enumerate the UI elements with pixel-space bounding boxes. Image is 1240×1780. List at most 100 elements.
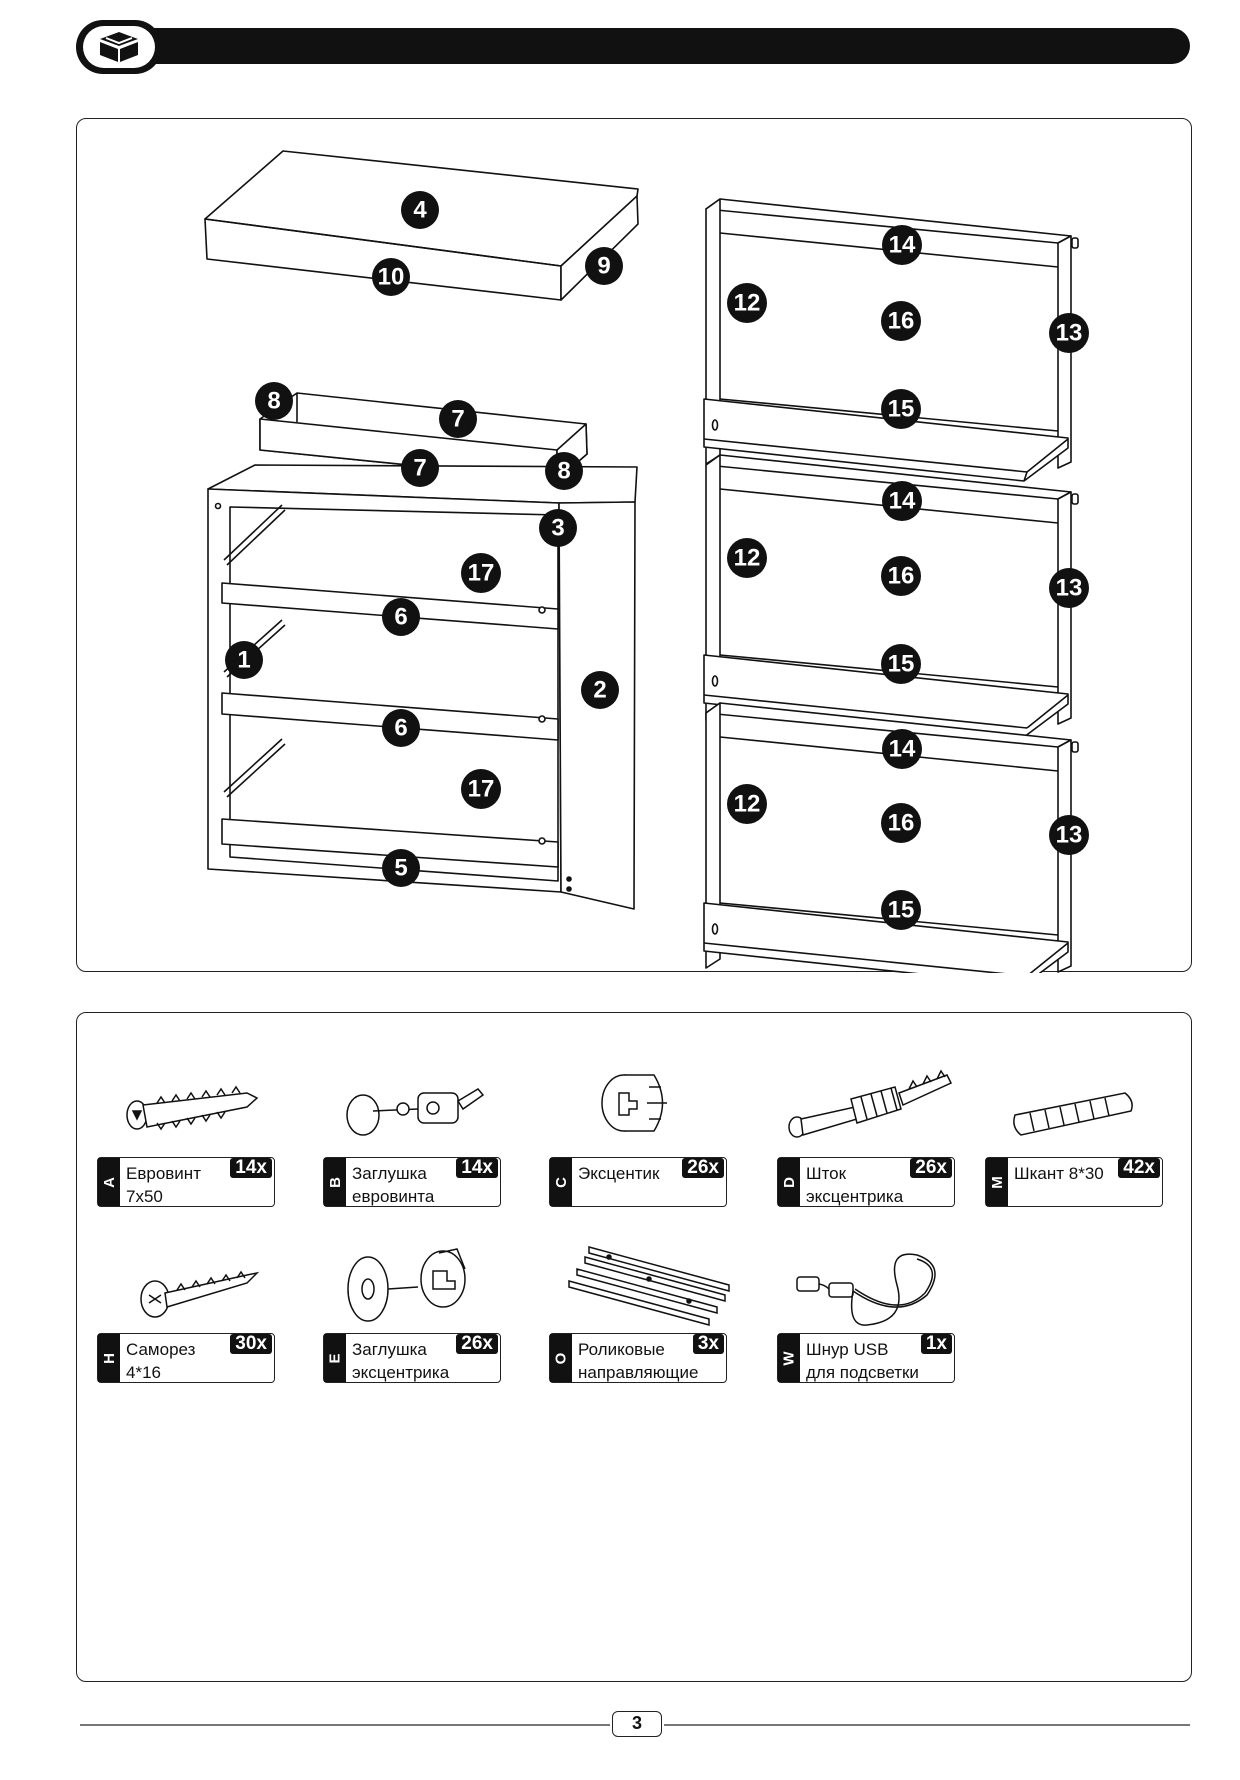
svg-text:8: 8 <box>557 458 570 485</box>
svg-text:15: 15 <box>888 651 915 678</box>
hardware-letter-badge: A <box>98 1158 120 1206</box>
part-7-label: 7 <box>439 400 477 438</box>
hardware-name: Шнур USB для подсветки <box>806 1340 919 1382</box>
svg-text:15: 15 <box>888 897 915 924</box>
cam-bolt-icon <box>788 1069 953 1138</box>
euro-screw-icon <box>126 1085 259 1131</box>
part-5-label: 5 <box>382 849 420 887</box>
header-badge <box>76 20 162 74</box>
svg-text:10: 10 <box>378 264 405 291</box>
part-6-label: 6 <box>382 598 420 636</box>
page-number: 3 <box>612 1711 662 1737</box>
hardware-item-c: C Эксцентик 26x <box>549 1053 749 1207</box>
svg-text:14: 14 <box>889 736 916 763</box>
furniture-diagram: 4 10 9 8 7 7 8 3 17 6 1 2 6 17 5 14 12 1… <box>204 150 1089 973</box>
part-1-label: 1 <box>225 641 263 679</box>
header-bar <box>100 28 1190 64</box>
hardware-quantity: 42x <box>1118 1158 1160 1178</box>
hardware-name: Эксцентик <box>578 1164 660 1183</box>
svg-text:14: 14 <box>889 488 916 515</box>
part-13-label: 13 <box>1049 568 1089 608</box>
hardware-quantity: 1x <box>920 1334 952 1354</box>
hardware-item-w: W Шнур USB для подсветки 1x <box>777 1235 977 1383</box>
part-15-label: 15 <box>881 389 921 429</box>
hardware-item-d: D Шток эксцентрика 26x <box>777 1053 977 1207</box>
hardware-item-o: O Роликовые направляющие 3x <box>549 1235 749 1383</box>
hardware-letter-badge: W <box>778 1334 800 1382</box>
svg-text:9: 9 <box>597 253 610 280</box>
hardware-name: Роликовые направляющие <box>578 1340 699 1382</box>
hardware-item-e: E Заглушка эксцентрика 26x <box>323 1235 523 1383</box>
hardware-name: Заглушка эксцентрика <box>352 1340 450 1382</box>
part-12-label: 12 <box>727 538 767 578</box>
hardware-name: Евровинт 7x50 <box>126 1164 201 1206</box>
hardware-name: Шкант 8*30 <box>1014 1164 1104 1183</box>
hardware-item-b: B Заглушка евровинта 14x <box>323 1053 523 1207</box>
part-8-label: 8 <box>255 382 293 420</box>
hardware-panel: A Евровинт 7x50 14x B Заглушка евровинта… <box>76 1012 1192 1682</box>
footer-rule-right <box>664 1724 1190 1726</box>
part-17-label: 17 <box>461 769 501 809</box>
part-3-label: 3 <box>539 509 577 547</box>
hardware-quantity: 3x <box>692 1334 724 1354</box>
hardware-quantity: 14x <box>456 1158 498 1178</box>
hardware-label: D Шток эксцентрика 26x <box>777 1157 955 1207</box>
svg-text:17: 17 <box>468 560 495 587</box>
footer-rule-left <box>80 1724 610 1726</box>
svg-text:3: 3 <box>551 515 564 542</box>
svg-text:5: 5 <box>394 855 407 882</box>
hardware-item-m: M Шкант 8*30 42x <box>985 1053 1185 1207</box>
svg-text:12: 12 <box>734 791 761 818</box>
hardware-letter-badge: B <box>324 1158 346 1206</box>
hardware-label: C Эксцентик 26x <box>549 1157 727 1207</box>
parts-diagram-panel: 4 10 9 8 7 7 8 3 17 6 1 2 6 17 5 14 12 1… <box>76 118 1192 973</box>
part-12-label: 12 <box>727 283 767 323</box>
part-14-label: 14 <box>882 225 922 265</box>
hardware-quantity: 26x <box>682 1158 724 1178</box>
svg-text:7: 7 <box>451 406 464 433</box>
part-6-label: 6 <box>382 709 420 747</box>
hardware-letter-badge: H <box>98 1334 120 1382</box>
hardware-quantity: 14x <box>230 1158 272 1178</box>
usb-cable-icon <box>796 1253 936 1326</box>
part-7-label: 7 <box>401 449 439 487</box>
svg-text:12: 12 <box>734 290 761 317</box>
part-12-label: 12 <box>727 784 767 824</box>
svg-text:15: 15 <box>888 396 915 423</box>
hardware-name: Саморез 4*16 <box>126 1340 196 1382</box>
hardware-letter-badge: O <box>550 1334 572 1382</box>
part-16-label: 16 <box>881 301 921 341</box>
wood-screw-icon <box>140 1270 260 1318</box>
part-15-label: 15 <box>881 644 921 684</box>
svg-text:6: 6 <box>394 715 407 742</box>
hardware-item-h: H Саморез 4*16 30x <box>97 1235 297 1383</box>
hardware-item-a: A Евровинт 7x50 14x <box>97 1053 297 1207</box>
hardware-label: M Шкант 8*30 42x <box>985 1157 1163 1207</box>
hardware-label: B Заглушка евровинта 14x <box>323 1157 501 1207</box>
hardware-label: H Саморез 4*16 30x <box>97 1333 275 1383</box>
part-16-label: 16 <box>881 556 921 596</box>
svg-text:13: 13 <box>1056 822 1083 849</box>
part-14-label: 14 <box>882 729 922 769</box>
svg-text:13: 13 <box>1056 575 1083 602</box>
svg-text:7: 7 <box>413 455 426 482</box>
hardware-label: O Роликовые направляющие 3x <box>549 1333 727 1383</box>
svg-text:1: 1 <box>237 647 250 674</box>
part-16-label: 16 <box>881 803 921 843</box>
hardware-name: Шток эксцентрика <box>806 1164 904 1206</box>
part-15-label: 15 <box>881 890 921 930</box>
hardware-letter-badge: M <box>986 1158 1008 1206</box>
svg-text:8: 8 <box>267 388 280 415</box>
hardware-letter-badge: D <box>778 1158 800 1206</box>
hardware-quantity: 30x <box>230 1334 272 1354</box>
svg-text:17: 17 <box>468 776 495 803</box>
box-icon <box>83 26 155 68</box>
svg-text:16: 16 <box>888 308 915 335</box>
part-13-label: 13 <box>1049 313 1089 353</box>
hardware-quantity: 26x <box>456 1334 498 1354</box>
svg-text:2: 2 <box>593 677 606 704</box>
hardware-letter-badge: C <box>550 1158 572 1206</box>
cam-cap-icon <box>347 1248 466 1322</box>
part-2-label: 2 <box>581 671 619 709</box>
svg-text:14: 14 <box>889 232 916 259</box>
